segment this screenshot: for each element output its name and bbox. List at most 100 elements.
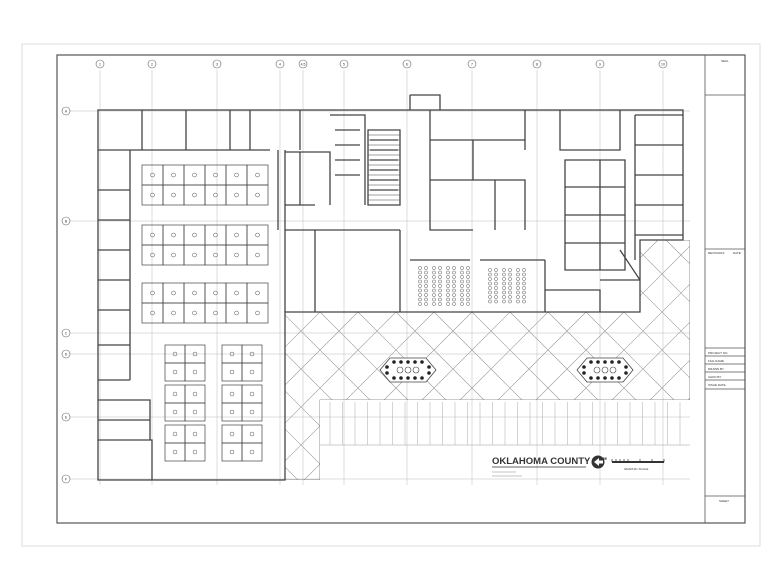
seat [438, 275, 442, 279]
courtyard-edge [285, 240, 690, 480]
paving-line [359, 240, 661, 480]
chair [234, 252, 239, 258]
seat [460, 279, 464, 284]
cubicle [164, 362, 186, 382]
cubicle [183, 184, 206, 206]
chair [213, 252, 218, 258]
seat [432, 275, 436, 279]
seat [502, 295, 506, 299]
seat [432, 288, 436, 293]
seat [438, 284, 442, 288]
grid-bubble-label: D [65, 352, 68, 356]
chair [171, 310, 176, 316]
paving-line [625, 240, 690, 480]
grid-bubble [339, 59, 349, 69]
seat [438, 297, 442, 302]
seat [466, 288, 470, 293]
cubicle [204, 282, 227, 304]
round-table [593, 366, 601, 374]
seat [452, 288, 456, 293]
seat [466, 284, 470, 288]
seat [452, 297, 456, 302]
chair [249, 431, 255, 437]
round-table [412, 366, 420, 374]
seat [522, 299, 526, 304]
chair [172, 409, 178, 415]
cubicle [164, 384, 186, 404]
chair [171, 290, 176, 296]
cubicle [164, 402, 186, 422]
cubicle [225, 302, 248, 324]
chair [150, 192, 155, 198]
cubicle [184, 402, 206, 422]
chair-dot [603, 376, 607, 380]
seat [466, 279, 470, 284]
courtyard-tables [379, 357, 634, 383]
seat [488, 299, 492, 304]
chair [171, 252, 176, 258]
chair [213, 290, 218, 296]
chair-dot [399, 360, 403, 364]
seat [438, 270, 442, 275]
grid-bubble [658, 59, 668, 69]
seat [446, 279, 450, 284]
chair [229, 391, 235, 397]
wall [409, 94, 525, 231]
chair-dot [596, 376, 600, 380]
chair-dot [427, 371, 431, 375]
seat [424, 293, 428, 297]
paving-line [0, 200, 166, 500]
cubicle [246, 302, 269, 324]
cubicle [164, 424, 186, 444]
paving-line [625, 240, 690, 480]
chair [172, 351, 178, 357]
seat [452, 293, 456, 297]
cubicle [241, 442, 263, 462]
cubicle [204, 164, 227, 186]
chair-dot [420, 376, 424, 380]
seat [488, 268, 492, 272]
checked-by-label: CHKD BY [708, 375, 721, 379]
seat [516, 290, 520, 295]
chair [192, 172, 197, 178]
seat [438, 266, 442, 270]
seat [502, 290, 506, 295]
cubicle [225, 282, 248, 304]
project-no-label: PROJECT NO. [708, 351, 728, 355]
chair-dot [624, 365, 628, 369]
chair [249, 369, 255, 375]
page-border [21, 43, 761, 547]
grid-bubble [61, 106, 71, 116]
seat [446, 288, 450, 293]
seat [460, 297, 464, 302]
wall [330, 114, 366, 205]
cubicle [141, 302, 164, 324]
grid-bubble [61, 328, 71, 338]
seat [502, 277, 506, 281]
drawing-title: OKLAHOMA COUNTY "J" [492, 456, 607, 467]
cubicle [246, 164, 269, 186]
chair-dot [392, 376, 396, 380]
seat [508, 277, 512, 281]
chair-dot [427, 365, 431, 369]
seat [418, 302, 422, 306]
seat [460, 302, 464, 306]
seat [494, 268, 498, 272]
cubicle [204, 244, 227, 266]
paving-line [0, 200, 14, 500]
building-walls [97, 94, 684, 481]
cubicle [183, 224, 206, 246]
chair [192, 192, 197, 198]
seat [432, 266, 436, 270]
parking-stalls [320, 402, 690, 446]
grid-bubble [61, 474, 71, 484]
cubicle [225, 244, 248, 266]
chair [172, 449, 178, 455]
chair [255, 172, 260, 178]
chair [192, 409, 198, 415]
wall [97, 109, 684, 481]
seat [488, 277, 492, 281]
cubicle [221, 384, 243, 404]
file-name-label: FILE NAME [708, 359, 724, 363]
chair-dot [413, 376, 417, 380]
